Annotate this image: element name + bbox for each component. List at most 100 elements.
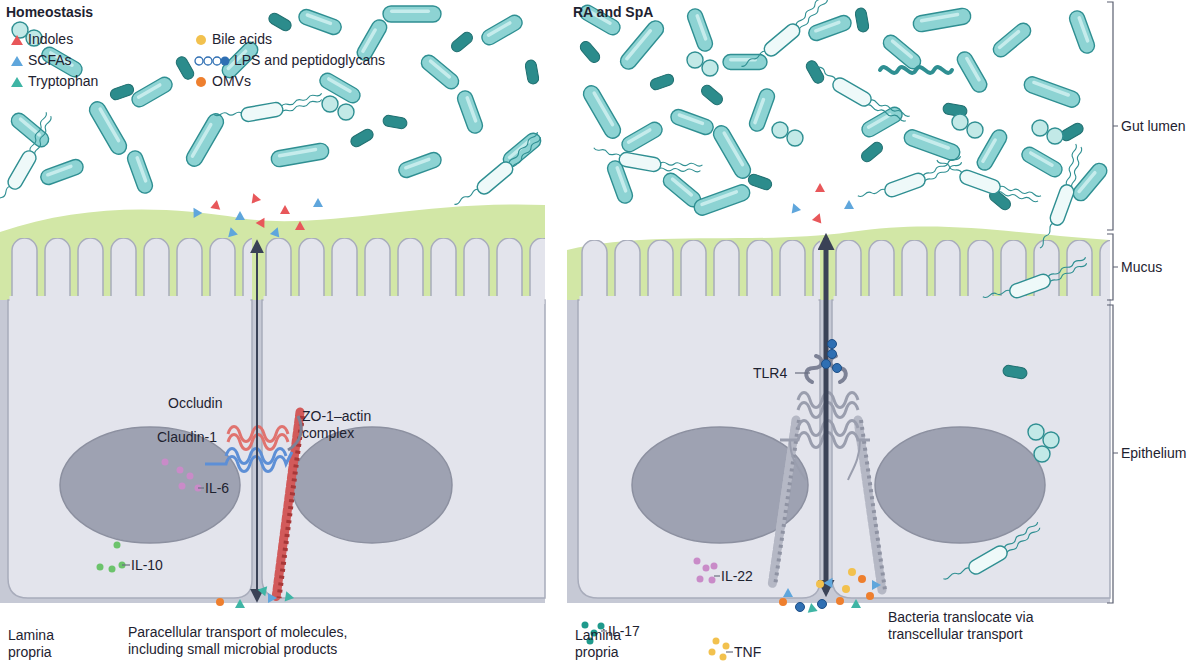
bacteria (747, 173, 773, 192)
process-note: Bacteria translocate via transcellular t… (888, 609, 1088, 643)
cytokine-il6 (162, 459, 169, 466)
disrupted-actin (775, 420, 799, 586)
legend-swatch (10, 54, 24, 68)
luminal-metabolites (189, 192, 323, 238)
layer-bracket (1107, 2, 1118, 230)
protein-label: Occludin (168, 395, 248, 412)
translocated-products (848, 568, 856, 576)
luminal-metabolites (844, 200, 854, 209)
bacteria (967, 122, 983, 138)
invading-bacteria (1043, 432, 1059, 448)
bacteria (87, 99, 130, 157)
cytokine-il22 (709, 577, 716, 584)
cytokine-il10 (97, 542, 131, 573)
zo1-linker (288, 416, 301, 450)
bacteria (1067, 9, 1096, 55)
cytokine-label: IL-22 (721, 568, 771, 585)
bacteria (649, 73, 675, 92)
tlr4-receptor (828, 340, 837, 349)
bacteria (0, 112, 59, 215)
epithelium-band (567, 300, 1110, 603)
cytokine-il6 (177, 467, 184, 474)
translocated-products (858, 575, 866, 583)
luminal-metabolites (189, 205, 202, 218)
transcellular-arrow (826, 238, 827, 592)
paracellular-arrow (256, 242, 258, 600)
layer-bracket (1107, 2, 1118, 603)
disrupted-actin (861, 420, 885, 590)
epithelial-cell (580, 296, 819, 304)
bacteria (418, 52, 461, 92)
epithelium-band (0, 300, 545, 603)
epithelium-band (567, 300, 1110, 603)
bacteria (1022, 75, 1082, 110)
absorbed-metabolites (282, 590, 294, 602)
bacteria (39, 157, 85, 186)
bacteria (592, 146, 703, 180)
bacteria (685, 7, 714, 53)
epithelial-cell (264, 296, 545, 304)
invading-bacteria (1002, 364, 1028, 379)
luminal-metabolites (280, 205, 290, 214)
epithelial-cell (262, 238, 545, 304)
cytokine-il22 (697, 576, 704, 583)
bacteria (338, 104, 354, 120)
translocated-products (851, 599, 861, 608)
bacteria (687, 52, 703, 68)
bacteria (723, 55, 767, 70)
cytokine-il6 (198, 487, 204, 488)
legend-text: SCFAs (28, 52, 72, 69)
bacteria (581, 83, 624, 141)
legend-entry: LPS and peptidoglycans (194, 52, 385, 69)
bacteria (880, 67, 952, 73)
translocated-products (779, 598, 787, 606)
cytokine-il10 (97, 564, 104, 571)
cytokine-il10 (109, 566, 116, 573)
translocated-products (872, 580, 881, 590)
disrupted-actin (858, 420, 882, 590)
cytokine-tnf (726, 651, 733, 652)
bacteria (383, 6, 441, 22)
region-label: Lamina propria (8, 627, 78, 661)
luminal-metabolites (270, 226, 282, 238)
legend-text: LPS and peptidoglycans (234, 52, 385, 69)
bacteria (692, 183, 752, 218)
bacteria (1038, 144, 1090, 252)
bacteria (449, 30, 474, 54)
bacteria (804, 59, 826, 85)
translocated-products (818, 600, 827, 609)
legend-swatch (11, 77, 23, 87)
claudin-protein (205, 449, 292, 472)
bacteria (524, 59, 539, 85)
panel-title: Homeostasis (6, 4, 93, 21)
epithelial-cell (8, 238, 252, 304)
bacteria (0, 6, 547, 215)
cytokine-il22 (711, 563, 718, 570)
bacteria (382, 114, 408, 129)
translocated-products (806, 602, 817, 613)
region-label: Lamina propria (575, 627, 645, 661)
disrupted-tight-junction (790, 440, 806, 480)
translocated-products (783, 588, 793, 597)
absorbed-metabolites (216, 583, 294, 608)
bacteria (902, 128, 962, 163)
bacteria (669, 107, 715, 136)
bacteria (577, 0, 1110, 252)
bacteria (578, 39, 602, 64)
bacteria (125, 149, 154, 195)
epithelial-cell (832, 240, 1110, 304)
bacteria (807, 13, 853, 42)
nucleus (292, 427, 452, 543)
layer-label: Gut lumen (1121, 118, 1200, 135)
bacteria (617, 18, 667, 73)
translocated-products (842, 585, 850, 593)
panel: Homeostasis (0, 0, 560, 672)
invading-bacteria (942, 522, 1045, 590)
bacteria (397, 150, 443, 179)
bacteria (349, 127, 375, 149)
bacteria (952, 114, 968, 130)
bacteria (955, 49, 990, 95)
bacteria (990, 20, 1033, 60)
luminal-metabolites (295, 221, 305, 230)
